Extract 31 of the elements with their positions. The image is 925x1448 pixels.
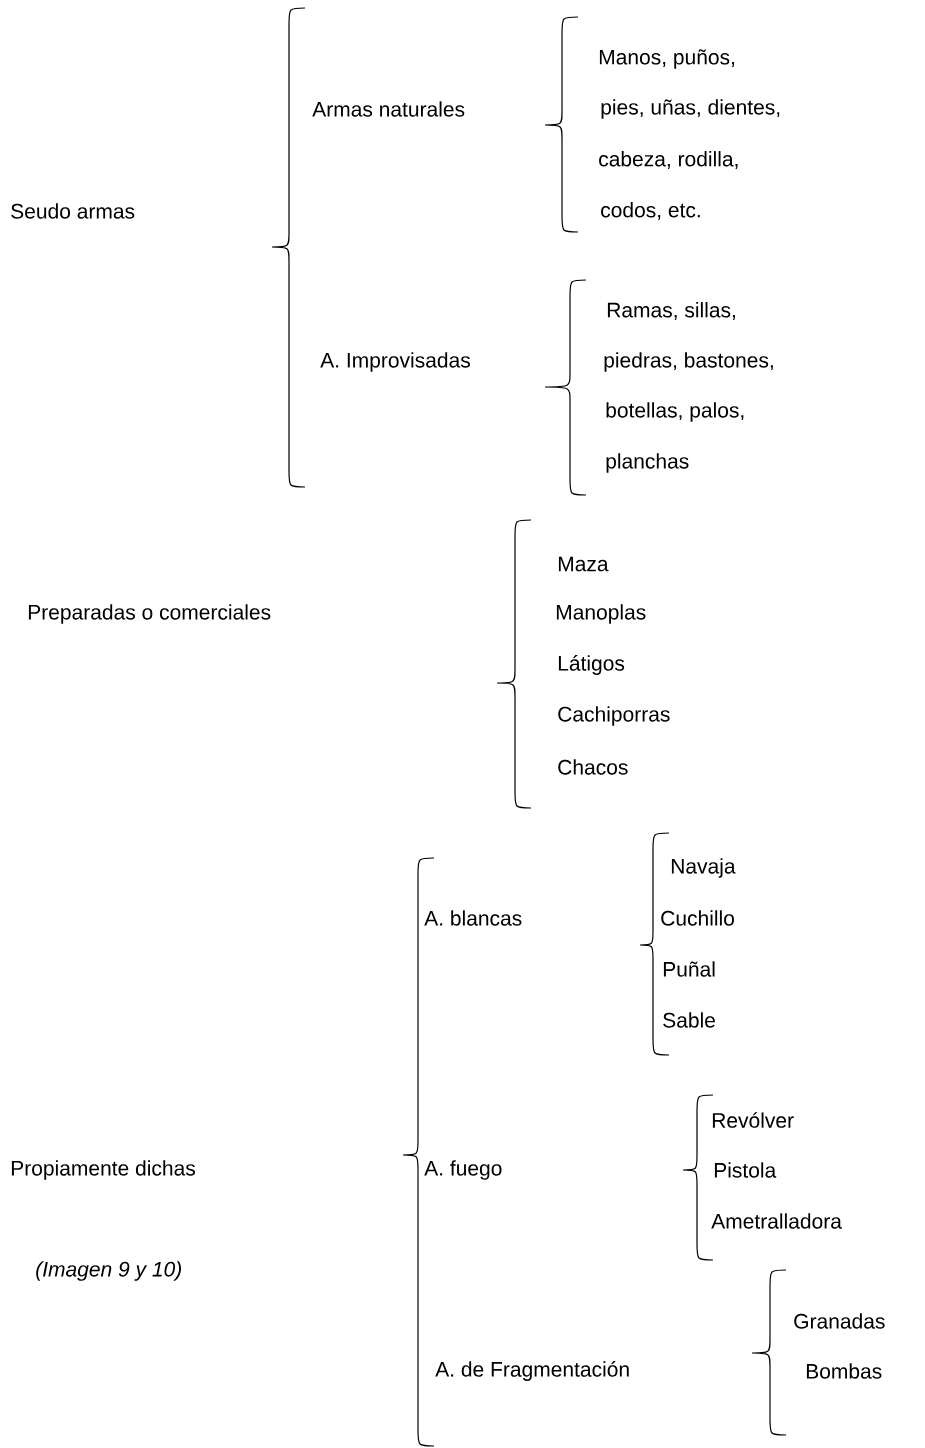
label: Armas naturales bbox=[312, 101, 465, 117]
label: Cachiporras bbox=[558, 706, 670, 726]
label: Ametralladora bbox=[711, 1213, 842, 1229]
label: Chacos bbox=[558, 759, 628, 775]
label: Manos, puños, bbox=[599, 49, 735, 69]
label: Navaja bbox=[671, 858, 736, 878]
label: Cuchillo bbox=[661, 910, 734, 926]
label: planchas bbox=[606, 453, 689, 473]
label: Puñal bbox=[663, 961, 715, 977]
label: Propiamente dichas bbox=[11, 1160, 195, 1180]
label: Manoplas bbox=[556, 604, 646, 624]
label: Bombas bbox=[806, 1363, 882, 1379]
label: botellas, palos, bbox=[606, 402, 744, 422]
label: pies, uñas, dientes, bbox=[601, 99, 780, 119]
label: Revólver bbox=[712, 1112, 794, 1128]
label: codos, etc. bbox=[601, 202, 700, 220]
label: Ramas, sillas, bbox=[607, 302, 735, 320]
label: Granadas bbox=[794, 1313, 885, 1329]
label: piedras, bastones, bbox=[604, 352, 773, 372]
label: Seudo armas bbox=[11, 203, 135, 219]
label: Pistola bbox=[714, 1162, 777, 1178]
label: A. blancas bbox=[424, 910, 522, 926]
label: Preparadas o comerciales bbox=[28, 604, 271, 624]
label: A. Improvisadas bbox=[320, 352, 470, 372]
label: A. fuego bbox=[424, 1160, 502, 1180]
label: A. de Fragmentación bbox=[435, 1361, 629, 1381]
label: Sable bbox=[663, 1012, 715, 1028]
label: Látigos bbox=[558, 655, 625, 675]
label: cabeza, rodilla, bbox=[599, 151, 738, 169]
label: Maza bbox=[558, 556, 609, 572]
label: (Imagen 9 y 10) bbox=[36, 1261, 181, 1281]
